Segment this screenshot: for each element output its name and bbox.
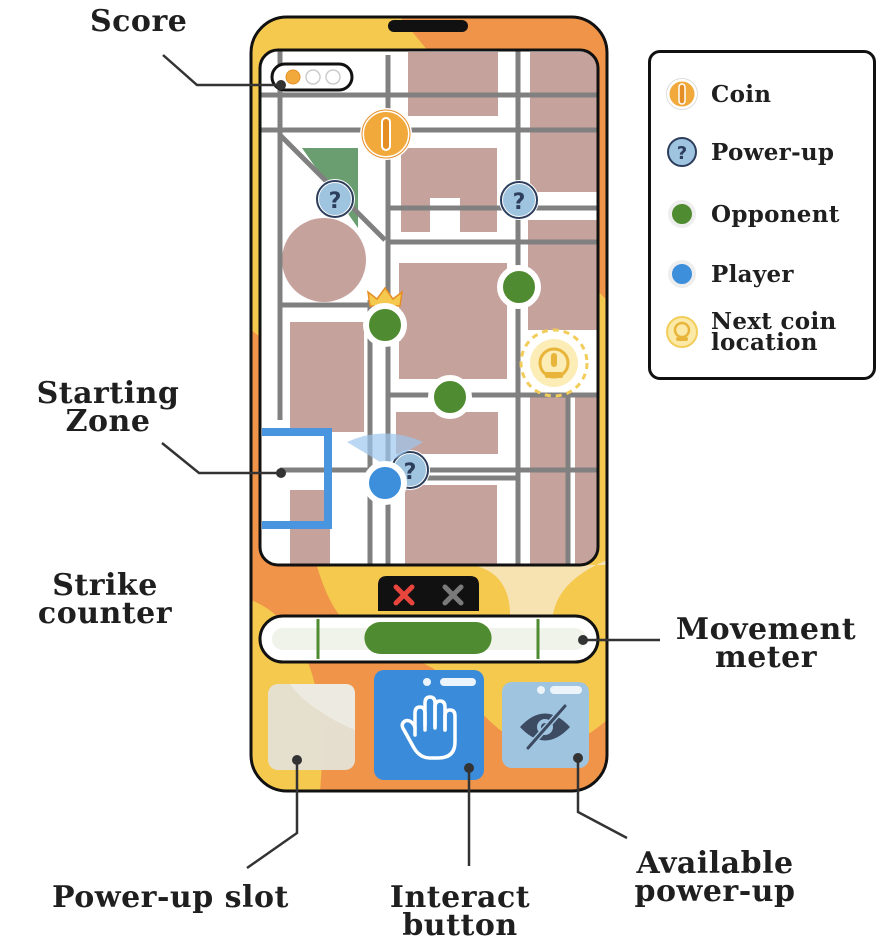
callout-movement-meter: Movement meter bbox=[668, 612, 864, 675]
powerup-slot[interactable] bbox=[268, 684, 355, 770]
player-marker[interactable] bbox=[347, 433, 423, 505]
callout-movement-meter-line2: meter bbox=[714, 640, 818, 675]
legend-item-coin: Coin bbox=[665, 77, 771, 111]
powerup-glyph: ? bbox=[404, 460, 417, 485]
starting-zone bbox=[262, 428, 332, 529]
game-map[interactable]: ? ? ? bbox=[258, 48, 600, 567]
opponent-icon bbox=[668, 200, 696, 228]
strike-counter bbox=[378, 576, 479, 611]
legend-label-coin: Coin bbox=[711, 80, 772, 108]
callout-score: Score bbox=[90, 4, 188, 39]
legend-label-powerup: Power-up bbox=[711, 138, 835, 166]
score-display bbox=[270, 62, 354, 92]
hand-icon bbox=[400, 695, 457, 760]
callout-available-powerup-line1: Available bbox=[636, 846, 794, 881]
available-powerup-button[interactable] bbox=[502, 682, 589, 768]
player-icon bbox=[668, 260, 696, 288]
opponent-marker[interactable] bbox=[428, 375, 472, 419]
callout-starting-zone: Starting Zone bbox=[28, 376, 188, 439]
legend-label-next-coin-line2: location bbox=[711, 329, 818, 356]
powerup-icon: ? bbox=[667, 137, 697, 167]
legend-item-player: Player bbox=[665, 257, 794, 291]
eye-slash-icon bbox=[520, 703, 570, 751]
movement-meter-fill bbox=[364, 622, 492, 654]
opponent-leader[interactable] bbox=[363, 286, 407, 347]
legend-panel: Coin ? Power-up Opponent Player Next coi… bbox=[648, 50, 876, 380]
callout-available-powerup-line2: power-up bbox=[634, 874, 796, 909]
legend-label-next-coin: Next coin location bbox=[711, 308, 837, 356]
legend-item-powerup: ? Power-up bbox=[665, 135, 834, 169]
legend-label-player: Player bbox=[711, 260, 794, 288]
score-pip-filled bbox=[285, 69, 301, 85]
callout-interact-button-line1: Interact bbox=[389, 880, 531, 915]
powerup-marker[interactable]: ? bbox=[315, 179, 355, 219]
legend-item-next-coin: Next coin location bbox=[665, 308, 837, 356]
callout-interact-button: Interact button bbox=[380, 880, 540, 943]
callout-interact-button-line2: button bbox=[402, 908, 518, 943]
legend-item-opponent: Opponent bbox=[665, 197, 840, 231]
callout-starting-zone-line1: Starting bbox=[36, 376, 180, 411]
crown-icon bbox=[366, 286, 404, 307]
opponent-marker[interactable] bbox=[497, 265, 541, 309]
phone-speaker-notch bbox=[388, 20, 468, 32]
map-roads bbox=[260, 50, 598, 565]
powerup-marker[interactable]: ? bbox=[499, 180, 539, 220]
next-coin-location bbox=[519, 328, 589, 398]
strike-x-active-icon bbox=[393, 584, 415, 606]
movement-meter bbox=[258, 614, 600, 664]
strike-x-inactive-icon bbox=[442, 584, 464, 606]
callout-movement-meter-line1: Movement bbox=[675, 612, 857, 647]
callout-strike-counter-line2: counter bbox=[37, 596, 173, 631]
callout-starting-zone-line2: Zone bbox=[65, 404, 151, 439]
coin-marker[interactable] bbox=[360, 108, 412, 160]
callout-powerup-slot: Power-up slot bbox=[52, 880, 289, 915]
powerup-icon-glyph: ? bbox=[677, 143, 687, 164]
legend-label-next-coin-line1: Next coin bbox=[711, 308, 837, 335]
powerup-glyph: ? bbox=[513, 190, 526, 215]
coin-icon bbox=[666, 78, 698, 110]
powerup-glyph: ? bbox=[329, 189, 342, 214]
callout-available-powerup: Available power-up bbox=[622, 846, 808, 909]
callout-strike-counter-line1: Strike bbox=[52, 568, 158, 603]
callout-strike-counter: Strike counter bbox=[30, 568, 180, 631]
score-pip-empty bbox=[305, 69, 321, 85]
callout-leaders bbox=[161, 54, 660, 870]
next-coin-icon bbox=[666, 316, 698, 348]
score-pip-empty bbox=[325, 69, 341, 85]
legend-label-opponent: Opponent bbox=[711, 200, 840, 228]
interact-button[interactable] bbox=[374, 670, 484, 780]
